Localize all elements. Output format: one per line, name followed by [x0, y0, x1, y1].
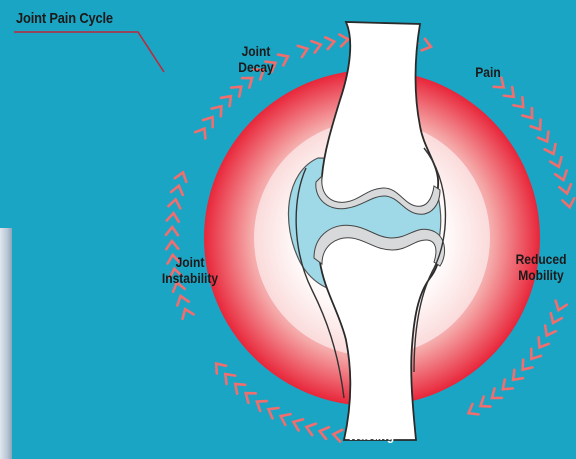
- chevron-arrow-icon: [221, 92, 235, 106]
- chevron-arrow-icon: [499, 379, 513, 393]
- chevron-arrow-icon: [509, 370, 523, 384]
- chevron-arrow-icon: [195, 125, 209, 138]
- chevron-arrow-icon: [541, 326, 555, 339]
- chevron-arrow-icon: [175, 294, 189, 305]
- chevron-arrow-icon: [203, 114, 217, 128]
- chevron-arrow-icon: [548, 313, 562, 325]
- chevron-arrow-icon: [559, 184, 573, 195]
- chevron-arrow-icon: [527, 349, 541, 363]
- chevron-arrow-icon: [550, 157, 564, 169]
- chevron-arrow-icon: [534, 337, 548, 350]
- label-reduced-mobility-line2: Mobility: [511, 267, 571, 283]
- chevron-arrow-icon: [168, 198, 181, 208]
- chevron-arrow-icon: [254, 397, 267, 411]
- chevron-arrow-icon: [212, 102, 226, 116]
- label-muscle-wasting-line1: Muscle: [341, 411, 401, 427]
- chevron-arrow-icon: [466, 404, 479, 418]
- chevron-arrow-icon: [311, 39, 322, 53]
- chevron-arrow-icon: [318, 425, 329, 439]
- chevron-arrow-icon: [477, 397, 490, 411]
- chevron-arrow-icon: [221, 370, 235, 384]
- chevron-arrow-icon: [166, 241, 178, 249]
- label-pain: Pain: [471, 64, 505, 80]
- chevron-arrow-icon: [231, 379, 245, 393]
- label-reduced-mobility: Reduced Mobility: [511, 251, 571, 283]
- label-joint-instability-line1: Joint: [156, 254, 225, 270]
- chevron-arrow-icon: [504, 87, 518, 101]
- label-joint-decay: Joint Decay: [232, 43, 280, 75]
- chevron-arrow-icon: [266, 404, 279, 418]
- chevron-arrow-icon: [242, 73, 256, 87]
- chevron-arrow-icon: [278, 411, 290, 425]
- diagram-title: Joint Pain Cycle: [16, 10, 113, 27]
- chevron-arrow-icon: [522, 108, 536, 122]
- chevron-arrow-icon: [562, 198, 575, 208]
- chevron-arrow-icon: [553, 301, 567, 313]
- label-joint-decay-line1: Joint: [232, 43, 280, 59]
- chevron-arrow-icon: [488, 388, 502, 402]
- chevron-arrow-icon: [531, 120, 545, 133]
- chevron-arrow-icon: [422, 39, 433, 53]
- label-joint-instability: Joint Instability: [156, 254, 225, 286]
- chevron-arrow-icon: [212, 360, 226, 374]
- chevron-arrow-icon: [555, 171, 569, 182]
- label-joint-instability-line2: Instability: [156, 270, 225, 286]
- chevron-arrow-icon: [305, 421, 316, 435]
- chevron-arrow-icon: [518, 360, 532, 374]
- chevron-arrow-icon: [171, 184, 185, 195]
- chevron-arrow-icon: [175, 171, 189, 182]
- label-reduced-mobility-line1: Reduced: [511, 251, 571, 267]
- label-joint-decay-line2: Decay: [232, 59, 280, 75]
- chevron-arrow-icon: [298, 43, 310, 57]
- chevron-arrow-icon: [538, 132, 552, 145]
- chevron-arrow-icon: [545, 144, 559, 156]
- chevron-arrow-icon: [231, 82, 245, 96]
- label-muscle-wasting: Muscle Wasting: [341, 411, 401, 443]
- chevron-arrow-icon: [291, 416, 303, 430]
- label-muscle-wasting-line2: Wasting: [341, 427, 401, 443]
- chevron-arrow-icon: [180, 307, 194, 319]
- title-leader-line: [14, 32, 164, 72]
- chevron-arrow-icon: [513, 97, 527, 111]
- chevron-arrow-icon: [166, 227, 178, 235]
- chevron-arrow-icon: [339, 33, 349, 46]
- chevron-arrow-icon: [325, 36, 335, 49]
- chevron-arrow-icon: [167, 212, 180, 221]
- label-pain-line1: Pain: [471, 64, 505, 80]
- chevron-arrow-icon: [242, 388, 256, 402]
